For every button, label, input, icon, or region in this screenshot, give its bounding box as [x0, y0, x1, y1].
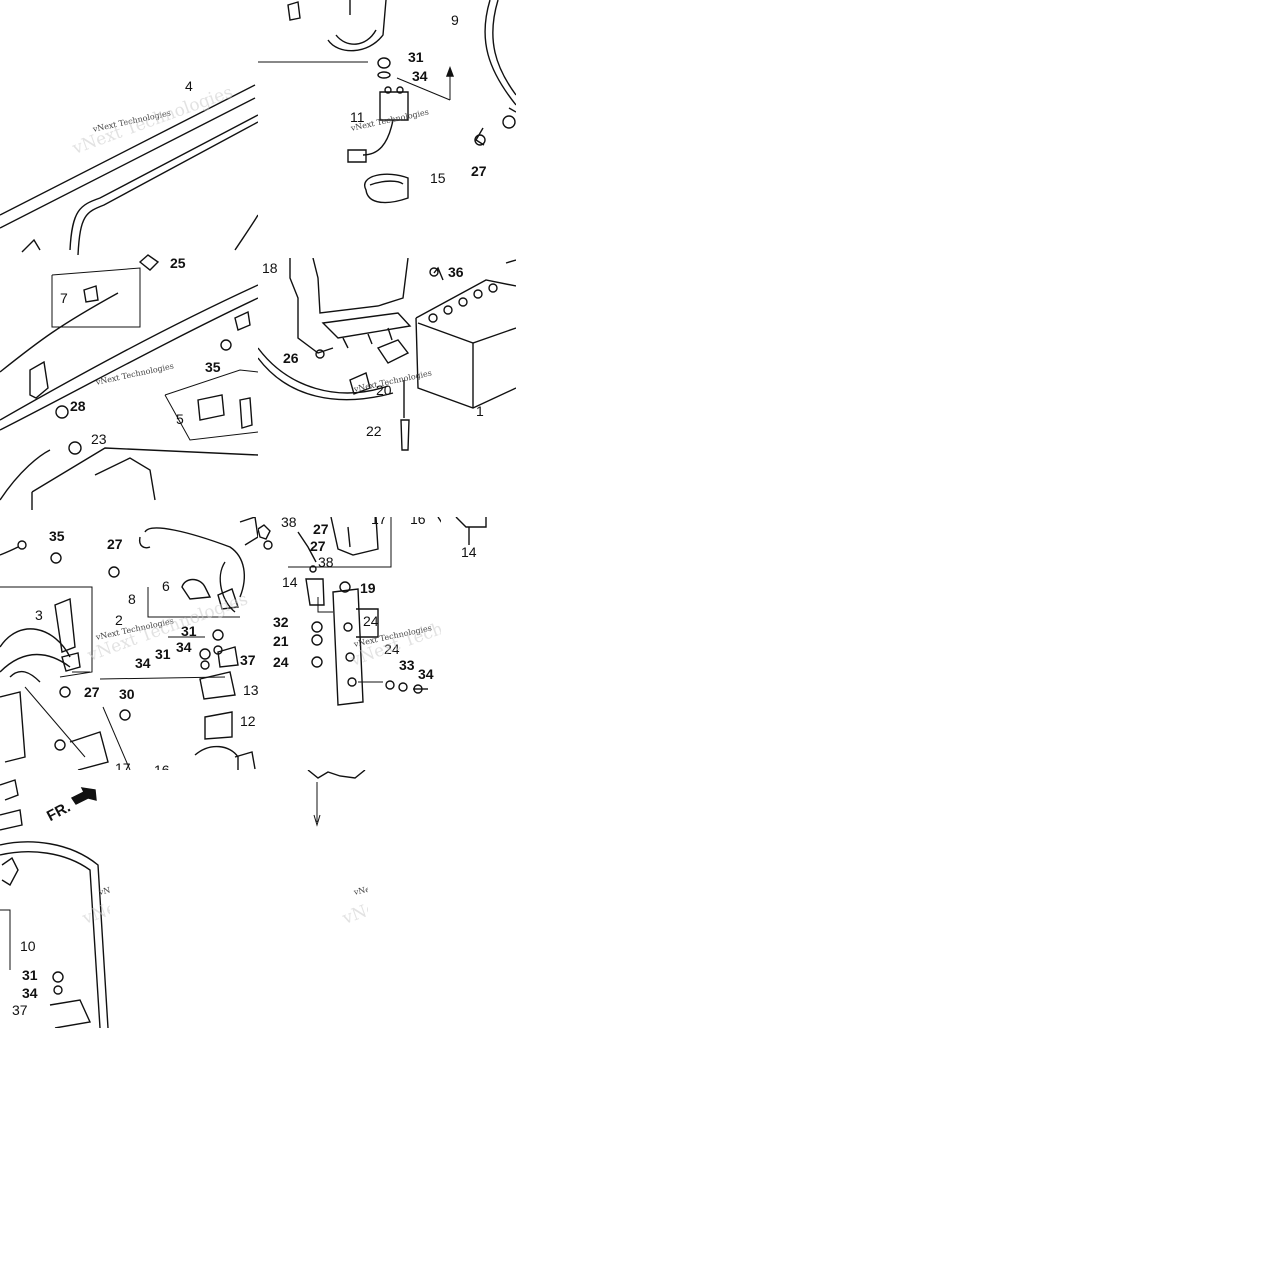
callout-26: 26 — [283, 350, 299, 366]
diagram-tile-starter-relay: 9 31 34 11 27 15 vNext Technologies — [258, 0, 516, 258]
callout-27: 27 — [107, 536, 123, 552]
callout-7: 7 — [60, 290, 68, 306]
cables-drawing — [0, 517, 258, 770]
callout-34: 34 — [412, 68, 428, 84]
callout-34: 33 — [399, 657, 415, 673]
bracket-drawing — [258, 517, 441, 706]
callout-22: 22 — [366, 423, 382, 439]
callout-24: 32 — [273, 614, 289, 630]
callout-15: 15 — [430, 170, 446, 186]
callout-25: 25 — [170, 255, 186, 271]
callout-27: 27 — [471, 163, 487, 179]
callout-31: 31 — [408, 49, 424, 65]
callout-13: 13 — [243, 682, 258, 698]
callout-9: 9 — [451, 12, 459, 28]
diagram-tile-frame-front: FR. 10 31 34 37 vNe vNext Technologies — [0, 770, 110, 1028]
relay-14-drawing — [455, 517, 487, 545]
callout-31: 31 — [181, 623, 197, 639]
diagram-tile-frame-harness: 4 25 7 28 35 23 5 vNext Technologies vNe… — [0, 0, 258, 517]
callout-16: 16 — [410, 517, 426, 527]
frame-harness-drawing — [0, 84, 258, 510]
callout-2: 2 — [115, 612, 123, 628]
diagram-tile-battery: 18 36 26 20 1 22 vNext Technologies — [258, 258, 516, 516]
callout-17: 17 — [371, 517, 387, 527]
callout-27: 27 — [84, 684, 100, 700]
callout-4: 4 — [185, 78, 193, 94]
callout-12: 12 — [240, 713, 256, 729]
callout-31: 31 — [22, 967, 38, 983]
callout-11: 11 — [350, 109, 365, 125]
diagram-tile-relay-14: 14 14 — [441, 517, 516, 562]
callout-20: 20 — [376, 382, 392, 398]
diagram-tile-fragment: vNe vNext Technologies — [300, 770, 368, 930]
callout-24: 21 — [273, 633, 289, 649]
battery-drawing — [258, 258, 516, 451]
callout-3: 3 — [35, 607, 43, 623]
callout-18: 18 — [262, 260, 278, 276]
callout-37: 37 — [240, 652, 256, 668]
starter-relay-drawing — [258, 0, 516, 204]
fragment-drawing — [307, 770, 366, 827]
callout-35: 35 — [205, 359, 221, 375]
callout-5: 5 — [176, 411, 184, 427]
frame-front-drawing — [0, 779, 109, 1028]
callout-24: 24 — [273, 654, 289, 670]
callout-27: 27 — [313, 521, 329, 537]
callout-38: 38 — [281, 517, 297, 530]
callout-17: 17 — [115, 760, 131, 770]
callout-34: 34 — [176, 639, 192, 655]
callout-23: 23 — [91, 431, 107, 447]
callout-36: 36 — [448, 264, 464, 280]
callout-31: 31 — [155, 646, 171, 662]
callout-37: 37 — [12, 1002, 28, 1018]
callout-28: 28 — [70, 398, 86, 414]
callout-29: 34 — [418, 666, 434, 682]
watermark-text: vNe — [98, 884, 110, 897]
callout-27: 27 — [310, 538, 326, 554]
diagram-tile-cables: 35 27 6 8 3 2 31 34 31 37 34 13 27 30 12… — [0, 517, 258, 770]
callout-34: 34 — [22, 985, 38, 1001]
callout-35: 35 — [49, 528, 65, 544]
callout-8: 8 — [128, 591, 136, 607]
callout-10: 10 — [20, 938, 36, 954]
callout-21: 24 — [363, 613, 379, 629]
callout-32: 19 — [360, 580, 376, 596]
callout-14-label: 14 — [461, 544, 477, 560]
callout-19: 14 — [282, 574, 298, 590]
callout-33: 24 — [384, 641, 400, 657]
callout-1: 1 — [476, 403, 484, 419]
callout-6: 6 — [162, 578, 170, 594]
callout-34: 34 — [135, 655, 151, 671]
callout-38: 38 — [318, 554, 334, 570]
callout-16: 16 — [154, 762, 170, 770]
callout-30: 30 — [119, 686, 135, 702]
diagram-tile-bracket: 38 27 27 38 17 16 14 19 32 24 21 24 24 3… — [258, 517, 441, 710]
